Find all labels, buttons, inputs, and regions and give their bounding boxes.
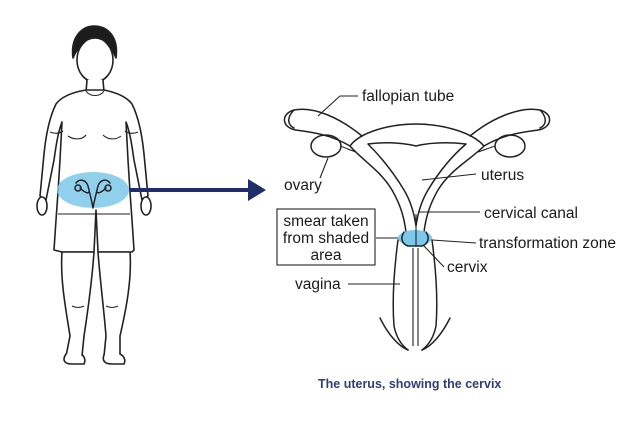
transformation-zone-highlight bbox=[398, 230, 432, 246]
woman-figure bbox=[36, 25, 152, 365]
left-ovary bbox=[310, 134, 342, 158]
pointer-arrow bbox=[130, 179, 266, 201]
uterus-detail bbox=[283, 108, 551, 351]
smear-note-line-3: area bbox=[310, 247, 341, 264]
smear-note-line-2: from shaded bbox=[283, 230, 369, 247]
pelvic-highlight bbox=[57, 172, 129, 208]
label-cervical-canal: cervical canal bbox=[484, 205, 578, 222]
smear-note-line-1: smear taken bbox=[283, 213, 368, 230]
label-uterus: uterus bbox=[481, 167, 524, 184]
leader-lines bbox=[317, 95, 480, 285]
label-ovary: ovary bbox=[284, 177, 322, 194]
right-ovary bbox=[494, 134, 526, 158]
figure-caption: The uterus, showing the cervix bbox=[318, 377, 501, 391]
smear-note-box bbox=[276, 208, 376, 266]
label-cervix: cervix bbox=[447, 259, 488, 276]
label-vagina: vagina bbox=[295, 276, 341, 293]
label-transformation-zone: transformation zone bbox=[479, 235, 616, 252]
label-fallopian-tube: fallopian tube bbox=[362, 88, 454, 105]
